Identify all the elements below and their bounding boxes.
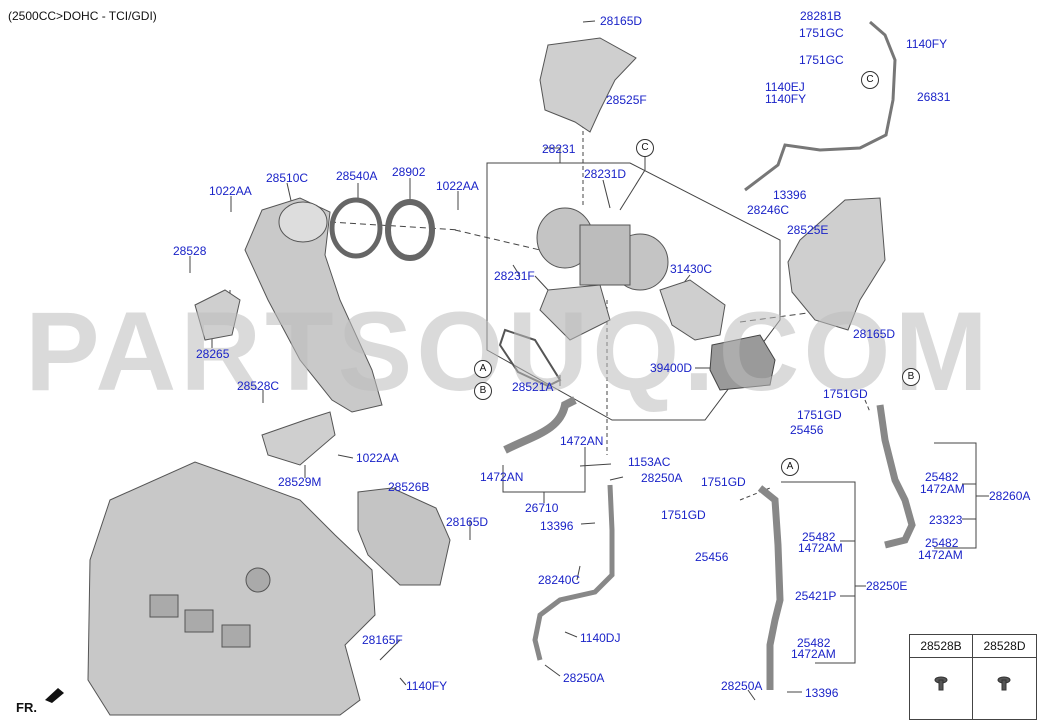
part-label[interactable]: 1140FY [406, 679, 448, 693]
part-label[interactable]: 28510C [266, 171, 309, 185]
part-label[interactable]: 28231 [542, 142, 576, 156]
part-label[interactable]: 28902 [392, 165, 426, 179]
part-label[interactable]: 1472AN [560, 434, 604, 448]
heat-shield-manifold [357, 487, 451, 586]
bracket-28529m [261, 411, 336, 466]
catalytic-converter-flange [278, 201, 328, 243]
part-label[interactable]: 28528C [237, 379, 280, 393]
part-label[interactable]: 28281B [800, 9, 842, 23]
oil-return-pipe [532, 484, 615, 661]
part-label[interactable]: 1472AM [920, 482, 965, 496]
part-label[interactable]: 28540A [336, 169, 378, 183]
part-label[interactable]: 28526B [388, 480, 430, 494]
part-label[interactable]: 39400D [650, 361, 693, 375]
part-label[interactable]: 28529M [278, 475, 322, 489]
part-label[interactable]: 1751GD [797, 408, 842, 422]
part-label[interactable]: 1140FY [906, 37, 948, 51]
part-label[interactable]: 28250A [721, 679, 763, 693]
engine-block [87, 461, 376, 716]
part-label[interactable]: 25421P [795, 589, 837, 603]
part-label[interactable]: 1751GC [799, 53, 844, 67]
diagram-title: (2500CC>DOHC - TCI/GDI) [8, 9, 157, 23]
part-label[interactable]: 13396 [773, 188, 807, 202]
part-label[interactable]: 26831 [917, 90, 951, 104]
part-label[interactable]: 28250A [563, 671, 605, 685]
part-label[interactable]: 28246C [747, 203, 790, 217]
part-label[interactable]: 1472AM [918, 548, 963, 562]
part-label[interactable]: 1140DJ [580, 631, 621, 645]
part-label[interactable]: 28525E [787, 223, 829, 237]
part-label[interactable]: 1472AM [791, 647, 836, 661]
part-label[interactable]: 13396 [540, 519, 574, 533]
callout-a-right: A [781, 458, 799, 476]
callout-c-right: C [861, 71, 879, 89]
gasket-ring [329, 197, 383, 259]
wastegate-actuator [709, 334, 776, 391]
turbo-gasket [498, 328, 562, 388]
part-label[interactable]: 1153AC [628, 455, 671, 469]
turbocharger [536, 207, 669, 341]
part-label[interactable]: 1022AA [356, 451, 399, 465]
coolant-hose-26710 [503, 396, 577, 454]
part-label[interactable]: 1751GD [661, 508, 706, 522]
part-label[interactable]: 28260A [989, 489, 1031, 503]
part-label[interactable]: 25456 [695, 550, 729, 564]
part-label[interactable]: 28165D [853, 327, 896, 341]
water-pipe-28250e [757, 485, 784, 690]
part-label[interactable]: 28265 [196, 347, 230, 361]
callout-b-right: B [902, 368, 920, 386]
part-label[interactable]: 28521A [512, 380, 554, 394]
part-label[interactable]: 28165F [362, 633, 403, 647]
part-label[interactable]: 28528 [173, 244, 207, 258]
parts-table-col2[interactable]: 28528D [973, 635, 1036, 658]
part-label[interactable]: 28240C [538, 573, 581, 587]
bolt-icons [934, 676, 1011, 691]
part-label[interactable]: 23323 [929, 513, 963, 527]
watermark: PARTSOUQ.COM [25, 289, 992, 414]
catalytic-converter [244, 197, 383, 413]
front-marker: FR. [16, 700, 37, 715]
bracket-28265 [194, 289, 241, 341]
part-label[interactable]: 28165D [600, 14, 643, 28]
part-label[interactable]: 1751GD [823, 387, 868, 401]
part-label[interactable]: 25482 [925, 536, 959, 550]
oil-feed-line [744, 20, 897, 192]
part-label[interactable]: 28165D [446, 515, 489, 529]
callout-c-top: C [636, 139, 654, 157]
part-label[interactable]: 1140EJ [765, 80, 805, 94]
part-label[interactable]: 1751GC [799, 26, 844, 40]
part-label[interactable]: 31430C [670, 262, 713, 276]
heat-shield-upper [539, 37, 637, 133]
part-label[interactable]: 28250A [641, 471, 683, 485]
part-label[interactable]: 28231F [494, 269, 535, 283]
part-label[interactable]: 28231D [584, 167, 627, 181]
part-label[interactable]: 1472AM [798, 541, 843, 555]
part-label[interactable]: 25456 [790, 423, 824, 437]
callout-a-left: A [474, 360, 492, 378]
part-label[interactable]: 25482 [802, 530, 836, 544]
part-label[interactable]: 25482 [925, 470, 959, 484]
turbo-outlet-pipe [659, 279, 726, 341]
part-label[interactable]: 1022AA [209, 184, 252, 198]
front-arrow-icon [45, 688, 64, 703]
part-label[interactable]: 13396 [805, 686, 839, 700]
part-label[interactable]: 28250E [866, 579, 908, 593]
bolt-icon [934, 676, 1011, 691]
part-label[interactable]: 26710 [525, 501, 559, 515]
part-label[interactable]: 1472AN [480, 470, 524, 484]
part-label[interactable]: 25482 [797, 636, 831, 650]
heat-shield-right [787, 197, 886, 331]
callout-b-left: B [474, 382, 492, 400]
part-label[interactable]: 1751GD [701, 475, 746, 489]
parts-table: 28528B 28528D [909, 634, 1037, 720]
part-label[interactable]: 28525F [606, 93, 647, 107]
parts-table-col1[interactable]: 28528B [910, 635, 972, 658]
water-pipe-28260a [876, 404, 916, 549]
part-label[interactable]: 1140FY [765, 92, 807, 106]
part-label[interactable]: 1022AA [436, 179, 479, 193]
v-band-clamp [385, 199, 435, 261]
